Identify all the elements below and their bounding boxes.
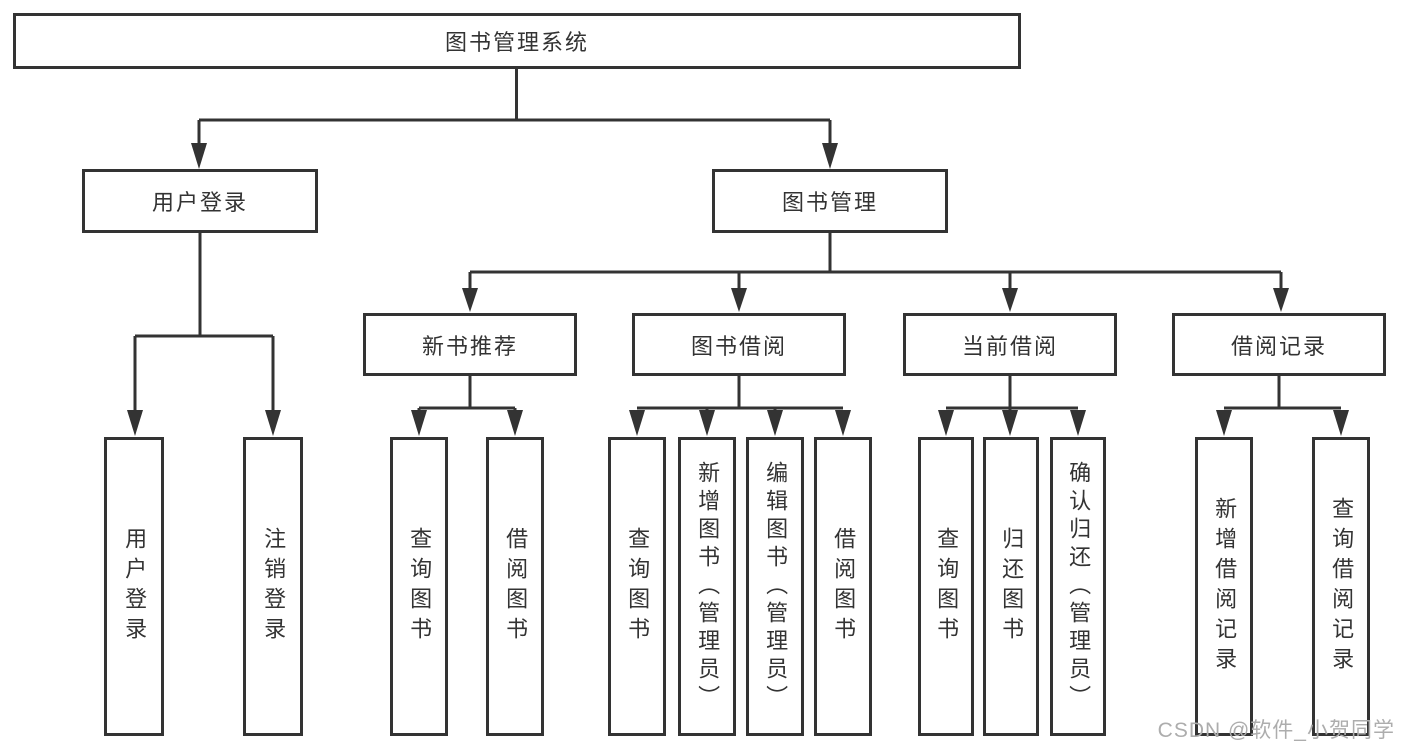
leaf-borrow-edit-books-admin-label: 编辑图书（管理员）: [763, 460, 789, 713]
node-borrowing-records: 借阅记录: [1172, 313, 1386, 376]
node-root: 图书管理系统: [13, 13, 1021, 69]
node-book-borrowing-label: 图书借阅: [690, 333, 787, 359]
node-book-management: 图书管理: [712, 169, 948, 233]
leaf-newbooks-borrow-books: 借阅图书: [486, 437, 544, 736]
connector-book-borrowing-to-leaves: [629, 376, 851, 436]
node-root-label: 图书管理系统: [444, 30, 589, 55]
connector-current-borrowing-to-leaves: [938, 376, 1086, 436]
node-current-borrowing-label: 当前借阅: [961, 333, 1058, 359]
leaf-current-confirm-return-admin-label: 确认归还（管理员）: [1066, 460, 1092, 713]
leaf-records-query-borrow-record-label: 查询借阅记录: [1329, 496, 1355, 677]
connector-book-management-to-level3: [462, 233, 1289, 312]
leaf-borrow-query-books-label: 查询图书: [625, 526, 651, 647]
node-current-borrowing: 当前借阅: [903, 313, 1117, 376]
node-borrowing-records-label: 借阅记录: [1230, 333, 1327, 359]
leaf-newbooks-query-books-label: 查询图书: [407, 526, 433, 647]
leaf-logout-label: 注销登录: [261, 526, 287, 647]
leaf-current-return-books-label: 归还图书: [999, 526, 1025, 647]
node-new-book-recommend-label: 新书推荐: [421, 333, 518, 359]
leaf-records-add-borrow-record-label: 新增借阅记录: [1212, 496, 1238, 677]
node-book-management-label: 图书管理: [781, 190, 878, 215]
leaf-user-login-label: 用户登录: [122, 526, 148, 647]
leaf-borrow-add-books-admin: 新增图书（管理员）: [678, 437, 736, 736]
connector-new-book-recommend-to-leaves: [411, 376, 523, 436]
connector-user-login-to-leaves: [127, 233, 281, 436]
node-book-borrowing: 图书借阅: [632, 313, 846, 376]
leaf-newbooks-borrow-books-label: 借阅图书: [503, 526, 529, 647]
node-new-book-recommend: 新书推荐: [363, 313, 577, 376]
leaf-current-confirm-return-admin: 确认归还（管理员）: [1050, 437, 1106, 736]
watermark: CSDN @软件_小贺同学: [1157, 719, 1395, 742]
node-user-login-label: 用户登录: [151, 190, 248, 215]
leaf-current-query-books: 查询图书: [918, 437, 974, 736]
leaf-borrow-add-books-admin-label: 新增图书（管理员）: [695, 460, 721, 713]
leaf-borrow-edit-books-admin: 编辑图书（管理员）: [746, 437, 804, 736]
connector-borrowing-records-to-leaves: [1216, 376, 1349, 436]
leaf-logout: 注销登录: [243, 437, 303, 736]
leaf-records-query-borrow-record: 查询借阅记录: [1312, 437, 1370, 736]
leaf-current-query-books-label: 查询图书: [934, 526, 960, 647]
leaf-borrow-borrow-books-label: 借阅图书: [831, 526, 857, 647]
leaf-records-add-borrow-record: 新增借阅记录: [1195, 437, 1253, 736]
leaf-user-login: 用户登录: [104, 437, 164, 736]
leaf-current-return-books: 归还图书: [983, 437, 1039, 736]
leaf-newbooks-query-books: 查询图书: [390, 437, 448, 736]
leaf-borrow-borrow-books: 借阅图书: [814, 437, 872, 736]
leaf-borrow-query-books: 查询图书: [608, 437, 666, 736]
connector-root-to-level2: [191, 69, 838, 169]
node-user-login: 用户登录: [82, 169, 318, 233]
